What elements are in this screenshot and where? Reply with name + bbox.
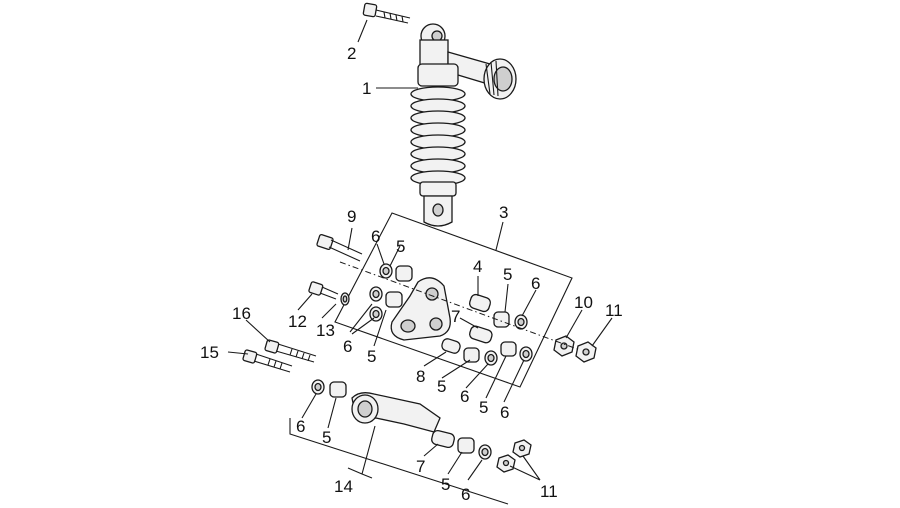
bolt-12 [308, 281, 339, 300]
bolt-9 [316, 234, 363, 262]
nut-11-lower-b [496, 454, 516, 473]
callout-13: 13 [316, 321, 335, 340]
callout-6-f: 6 [296, 417, 305, 436]
nut-10 [553, 335, 575, 357]
callout-3: 3 [499, 203, 508, 222]
callout-5-g: 5 [441, 475, 450, 494]
callout-5-c: 5 [367, 347, 376, 366]
callout-12: 12 [288, 312, 307, 331]
callout-15: 15 [200, 343, 219, 362]
bolt-16 [264, 339, 317, 363]
left-bushings [369, 263, 413, 322]
callout-6-e: 6 [500, 403, 509, 422]
lower-linkage-arm [311, 379, 492, 460]
bolt-15 [242, 349, 293, 373]
linkage-assembly-frame [334, 212, 573, 388]
callout-7-a: 7 [451, 307, 460, 326]
callout-5-b: 5 [503, 265, 512, 284]
callout-6-d: 6 [460, 387, 469, 406]
leader-lines [227, 19, 613, 481]
callout-6-g: 6 [461, 485, 470, 504]
callout-10: 10 [574, 293, 593, 312]
callout-5-f: 5 [322, 428, 331, 447]
callout-6-b: 6 [531, 274, 540, 293]
callout-2: 2 [347, 44, 356, 63]
callout-11-b: 11 [540, 482, 558, 501]
callout-11-a: 11 [605, 301, 623, 320]
callout-6-a: 6 [371, 227, 380, 246]
nut-11-upper [575, 341, 597, 363]
callout-7-b: 7 [416, 457, 425, 476]
top-mount-bolt [362, 2, 411, 24]
callout-4: 4 [473, 257, 482, 276]
callout-1: 1 [362, 79, 371, 98]
shock-spring [410, 86, 466, 186]
callout-14: 14 [334, 477, 353, 496]
nut-11-lower-a [512, 439, 532, 458]
callout-5-e: 5 [479, 398, 488, 417]
lower-bracket [289, 418, 509, 505]
callout-16: 16 [232, 304, 251, 323]
right-bushings [441, 293, 533, 366]
callout-5-d: 5 [437, 377, 446, 396]
callout-5-a: 5 [396, 237, 405, 256]
shock-absorber [410, 23, 517, 227]
callout-9: 9 [347, 207, 356, 226]
callout-8: 8 [416, 367, 425, 386]
rocker-link [390, 277, 451, 341]
callouts: 2 1 3 9 6 5 4 5 6 10 11 16 12 13 7 6 5 1… [200, 44, 623, 504]
callout-6-c: 6 [343, 337, 352, 356]
